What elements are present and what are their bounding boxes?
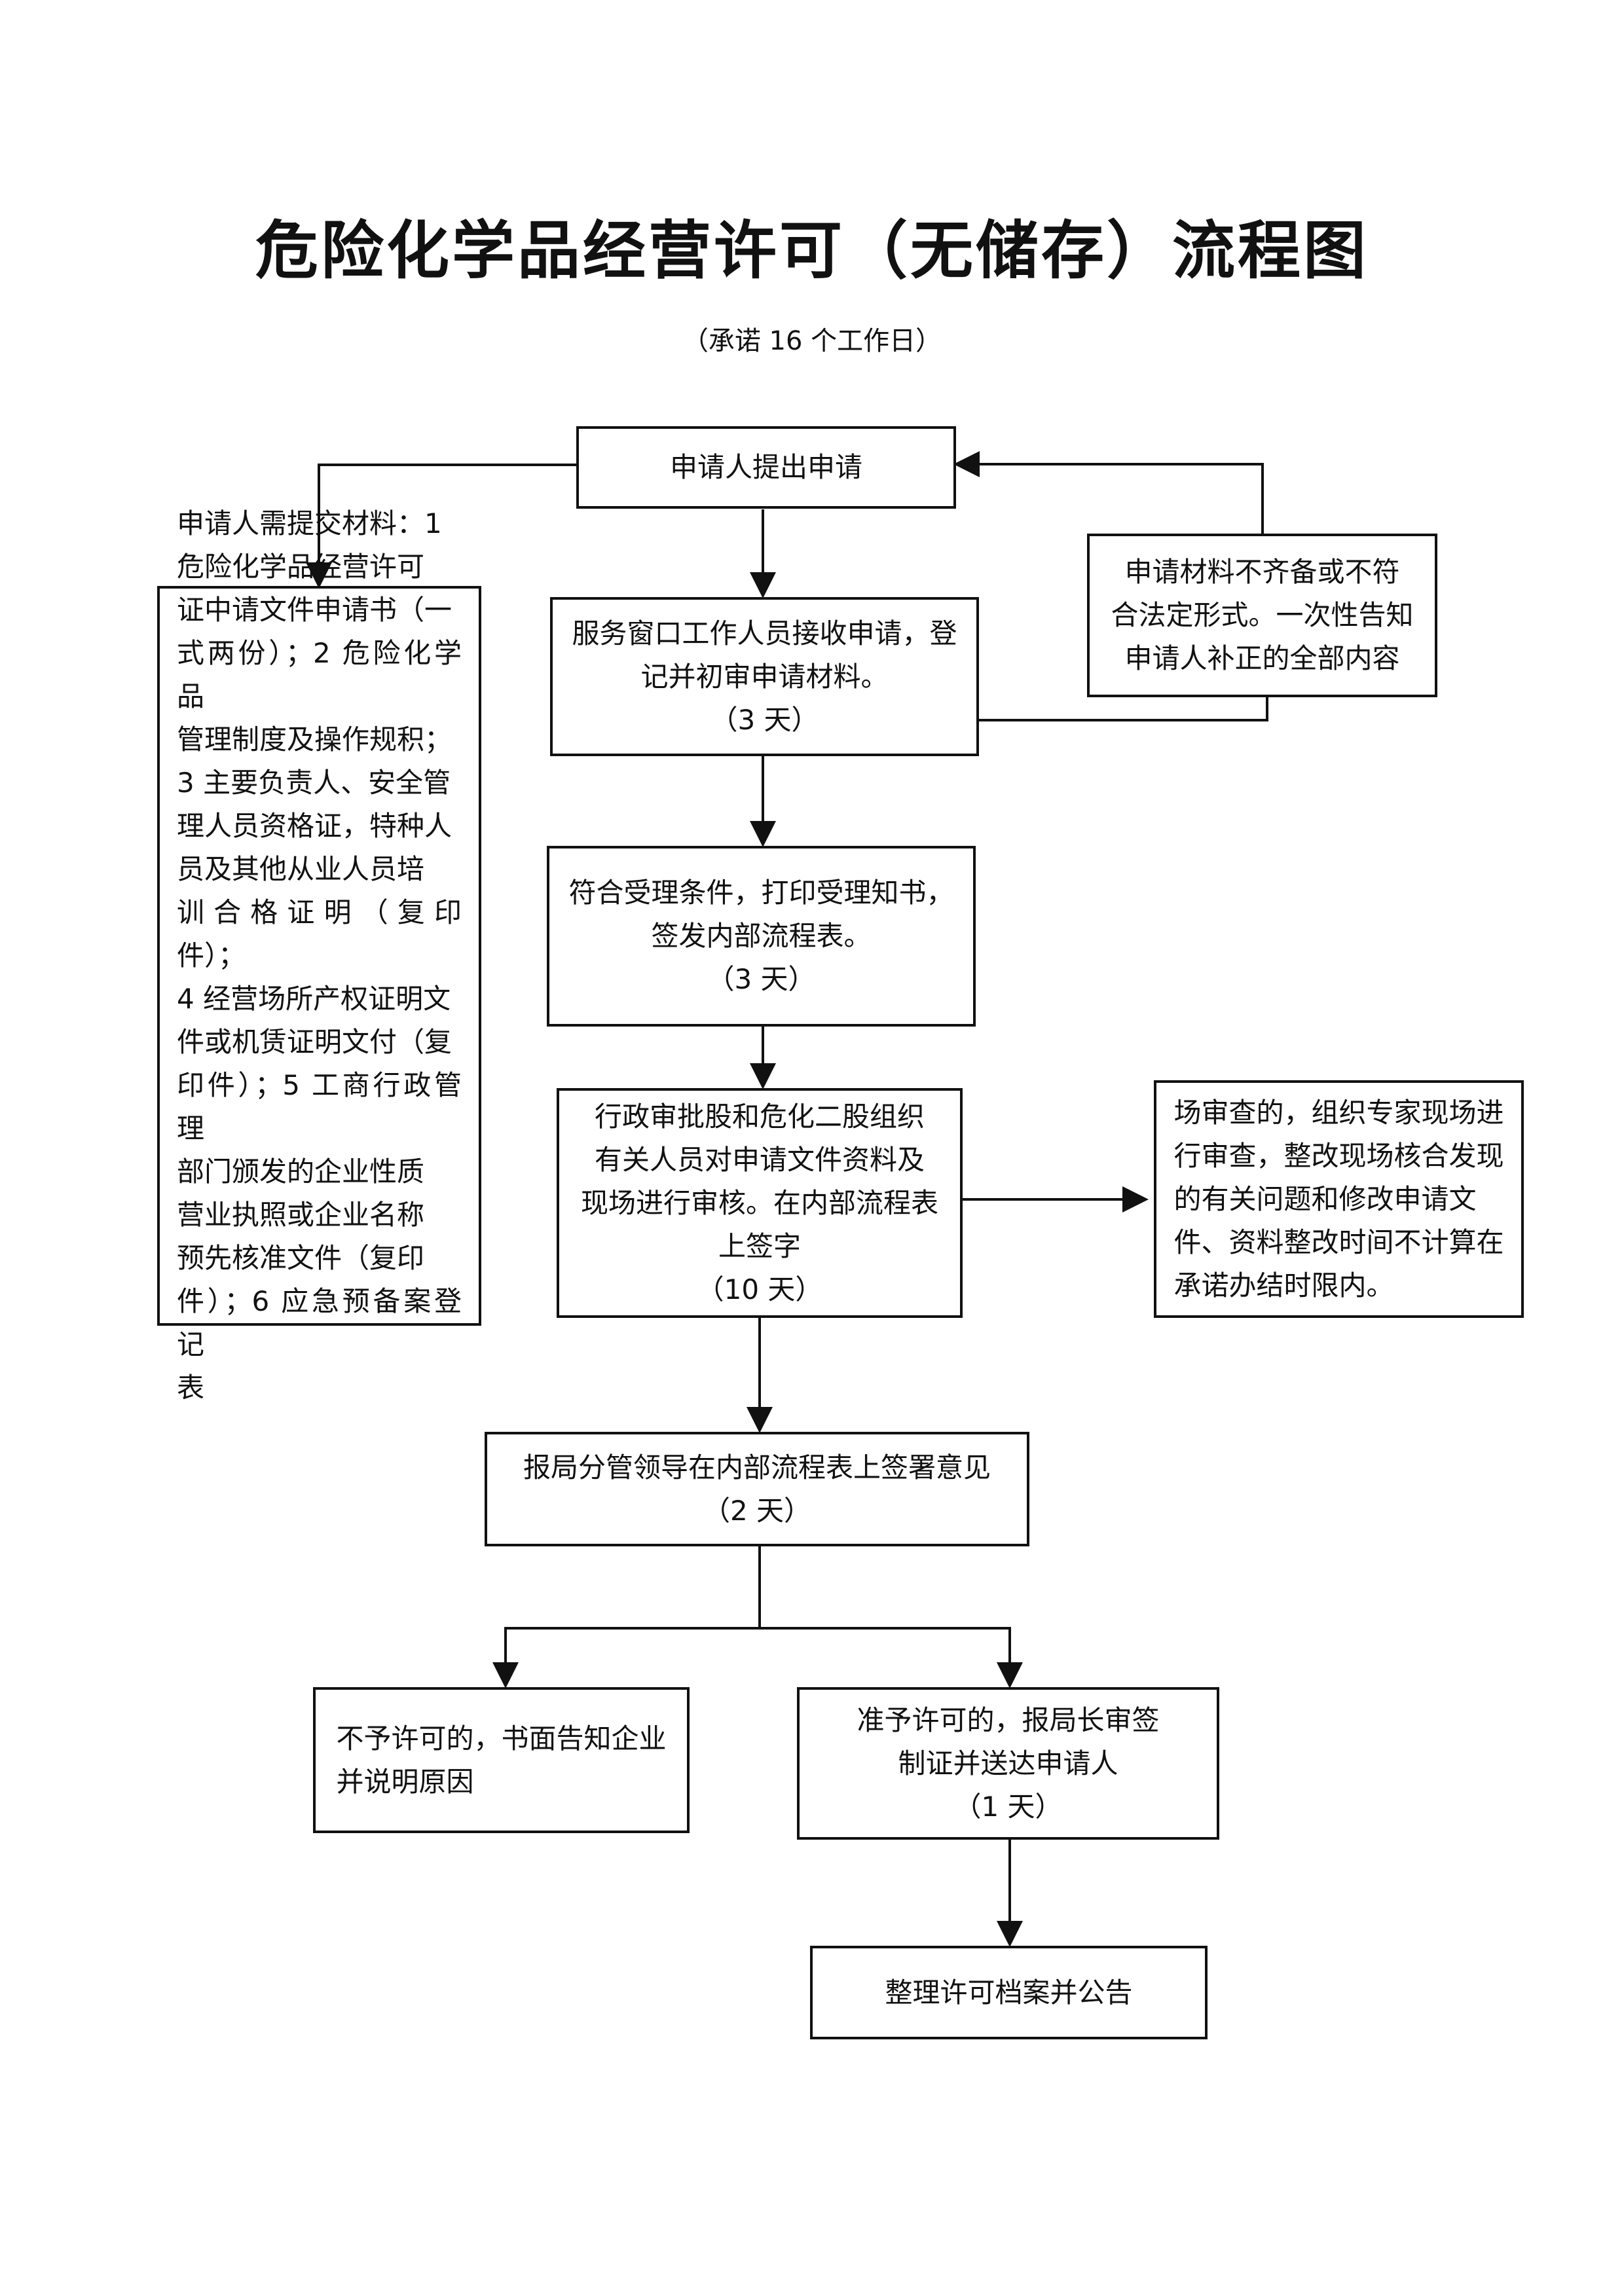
node-review: 行政审批股和危化二股组织 有关人员对申请文件资料及 现场进行审核。在内部流程表 … bbox=[557, 1088, 963, 1318]
connector-incomplete-to-apply bbox=[953, 451, 1264, 534]
node-grant: 准予许可的，报局长审签 制证并送达申请人 （1 天） bbox=[797, 1687, 1219, 1840]
node-leader: 报局分管领导在内部流程表上签署意见 （2 天） bbox=[485, 1432, 1029, 1546]
node-accept: 符合受理条件，打印受理知书， 签发内部流程表。 （3 天） bbox=[547, 846, 976, 1027]
node-accept-text: 符合受理条件，打印受理知书， 签发内部流程表。 （3 天） bbox=[568, 877, 954, 995]
connector-leader-split bbox=[492, 1546, 761, 1688]
node-onsite-text: 场审查的，组织专家现场进 行审查，整改现场核合发现 的有关问题和修改申请文 件、… bbox=[1173, 1096, 1504, 1302]
node-window-text: 服务窗口工作人员接收申请，登 记并初审申请材料。 （3 天） bbox=[572, 617, 957, 736]
node-leader-text: 报局分管领导在内部流程表上签署意见 （2 天） bbox=[523, 1451, 991, 1527]
node-archive-text: 整理许可档案并公告 bbox=[885, 1976, 1133, 2009]
connector-window-to-incomplete bbox=[979, 697, 1268, 721]
node-materials-text: 申请人需提交材料：1 危险化学品经营许可 证中请文件申请书（一 式两份）；2 危… bbox=[177, 507, 462, 1404]
node-apply-text: 申请人提出申请 bbox=[669, 451, 862, 483]
node-grant-text: 准予许可的，报局长审签 制证并送达申请人 （1 天） bbox=[857, 1704, 1160, 1823]
node-deny-text: 不予许可的，书面告知企业 并说明原因 bbox=[336, 1722, 667, 1798]
node-deny: 不予许可的，书面告知企业 并说明原因 bbox=[313, 1687, 690, 1833]
node-window: 服务窗口工作人员接收申请，登 记并初审申请材料。 （3 天） bbox=[550, 597, 979, 756]
connector-leader-to-grant bbox=[760, 1627, 1023, 1688]
node-onsite: 场审查的，组织专家现场进 行审查，整改现场核合发现 的有关问题和修改申请文 件、… bbox=[1154, 1080, 1524, 1318]
node-archive: 整理许可档案并公告 bbox=[810, 1946, 1208, 2039]
node-review-text: 行政审批股和危化二股组织 有关人员对申请文件资料及 现场进行审核。在内部流程表 … bbox=[580, 1100, 938, 1305]
node-materials: 申请人需提交材料：1 危险化学品经营许可 证中请文件申请书（一 式两份）；2 危… bbox=[157, 507, 481, 1404]
page-subtitle: （承诺 16 个工作日） bbox=[682, 326, 942, 356]
node-incomplete: 申请材料不齐备或不符 合法定形式。一次性告知 申请人补正的全部内容 bbox=[1087, 534, 1437, 697]
node-incomplete-text: 申请材料不齐备或不符 合法定形式。一次性告知 申请人补正的全部内容 bbox=[1111, 556, 1414, 674]
page-title: 危险化学品经营许可（无储存）流程图 bbox=[255, 214, 1369, 287]
node-apply: 申请人提出申请 bbox=[576, 426, 956, 509]
connector-apply-to-materials bbox=[306, 464, 576, 589]
